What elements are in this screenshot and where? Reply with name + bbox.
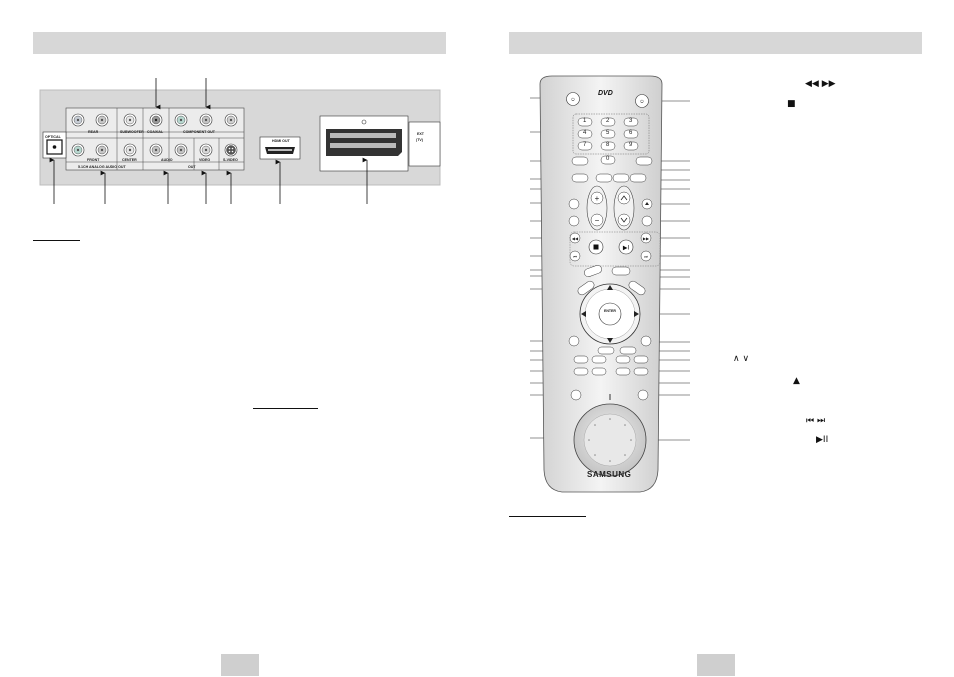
number-key-0: 0 xyxy=(606,156,610,162)
rca-jack-subwoofer xyxy=(123,113,137,127)
svg-text:▶▶: ▶▶ xyxy=(643,236,650,241)
number-key-8: 8 xyxy=(606,142,610,148)
hdmi-out-label: HDMI OUT xyxy=(272,139,290,143)
rca-jack-video xyxy=(199,143,213,157)
number-key-9: 9 xyxy=(629,142,633,148)
right-page-header-bar xyxy=(509,32,922,54)
svg-text:−: − xyxy=(595,216,600,225)
rca-jack-coaxial xyxy=(149,113,163,127)
coaxial-label: COAXIAL xyxy=(147,130,164,134)
number-key-6: 6 xyxy=(629,130,633,136)
front-label: FRONT xyxy=(87,158,100,162)
number-key-1: 1 xyxy=(583,118,587,124)
left-page-number-box xyxy=(221,654,259,676)
s-video-jack xyxy=(224,143,238,157)
play-pause-button xyxy=(618,239,634,255)
enter-label: ENTER xyxy=(604,309,616,313)
analog-out-label: 5.1CH ANALOG AUDIO OUT xyxy=(78,165,126,169)
rca-jack-front-r xyxy=(95,143,109,157)
search-forward-button xyxy=(640,232,652,244)
svg-text:⏻: ⏻ xyxy=(571,97,575,102)
subwoofer-label: SUBWOOFER xyxy=(120,130,144,134)
component-out-label: COMPONENT OUT xyxy=(183,130,215,134)
tv-label: (TV) xyxy=(416,138,423,142)
search-back-button xyxy=(569,232,581,244)
number-key-7: 7 xyxy=(583,142,587,148)
tv-power-button xyxy=(635,94,649,108)
number-key-5: 5 xyxy=(606,130,610,136)
center-label: CENTER xyxy=(122,158,137,162)
number-pad xyxy=(572,113,650,155)
left-page-header-bar xyxy=(33,32,446,54)
svg-text:⏭: ⏭ xyxy=(644,254,648,259)
stop-symbol: ■ xyxy=(787,99,796,109)
number-key-2: 2 xyxy=(606,118,610,124)
skip-forward-button xyxy=(640,250,652,262)
svg-text:⏻: ⏻ xyxy=(640,99,644,104)
skip-symbol: ⏮ ⏭ xyxy=(806,416,826,426)
remote-diagram: ⏻ ⏻ + − ◀◀ ▶▶ ⏮ ⏭ xyxy=(530,75,690,493)
rear-label: REAR xyxy=(88,130,99,134)
search-symbol: ◀◀ ▶▶ xyxy=(805,79,836,89)
number-key-3: 3 xyxy=(629,118,633,124)
rca-jack-rear-l xyxy=(71,113,85,127)
svg-text:⏮: ⏮ xyxy=(573,254,577,259)
note-heading-rule xyxy=(253,408,318,409)
rca-jack-center xyxy=(123,143,137,157)
dvd-logo: DVD xyxy=(598,90,613,97)
power-button xyxy=(566,92,580,106)
optical-label: OPTICAL xyxy=(45,135,61,139)
rca-jack-front-l xyxy=(71,143,85,157)
tuning-symbol: ∧ ∨ xyxy=(733,354,750,364)
remote-heading-rule xyxy=(509,516,586,517)
right-page-number-box xyxy=(697,654,735,676)
open-close-symbol: ▲ xyxy=(793,376,800,386)
svg-text:+: + xyxy=(595,194,600,203)
skip-back-button xyxy=(569,250,581,262)
out-label: OUT xyxy=(188,165,196,169)
rca-jack-component-y xyxy=(174,113,188,127)
rca-jack-component-pr xyxy=(224,113,238,127)
transport-area xyxy=(569,231,661,267)
rca-jack-audio-l xyxy=(149,143,163,157)
number-key-4: 4 xyxy=(583,130,587,136)
audio-label: AUDIO xyxy=(161,158,173,162)
video-label: VIDEO xyxy=(199,158,211,162)
svg-text:◀◀: ◀◀ xyxy=(572,236,579,241)
rear-panel-diagram xyxy=(39,78,441,204)
rca-jack-audio-r xyxy=(174,143,188,157)
enter-button xyxy=(598,302,622,326)
brand-logo: SAMSUNG xyxy=(587,470,632,479)
rca-jack-component-pb xyxy=(199,113,213,127)
s-video-label: S-VIDEO xyxy=(223,158,238,162)
rear-panel-heading-rule xyxy=(33,240,80,241)
rca-jack-rear-r xyxy=(95,113,109,127)
play-pause-symbol: ▶II xyxy=(816,435,829,445)
ext-label: EXT xyxy=(417,132,424,136)
svg-text:▶I: ▶I xyxy=(623,246,630,252)
